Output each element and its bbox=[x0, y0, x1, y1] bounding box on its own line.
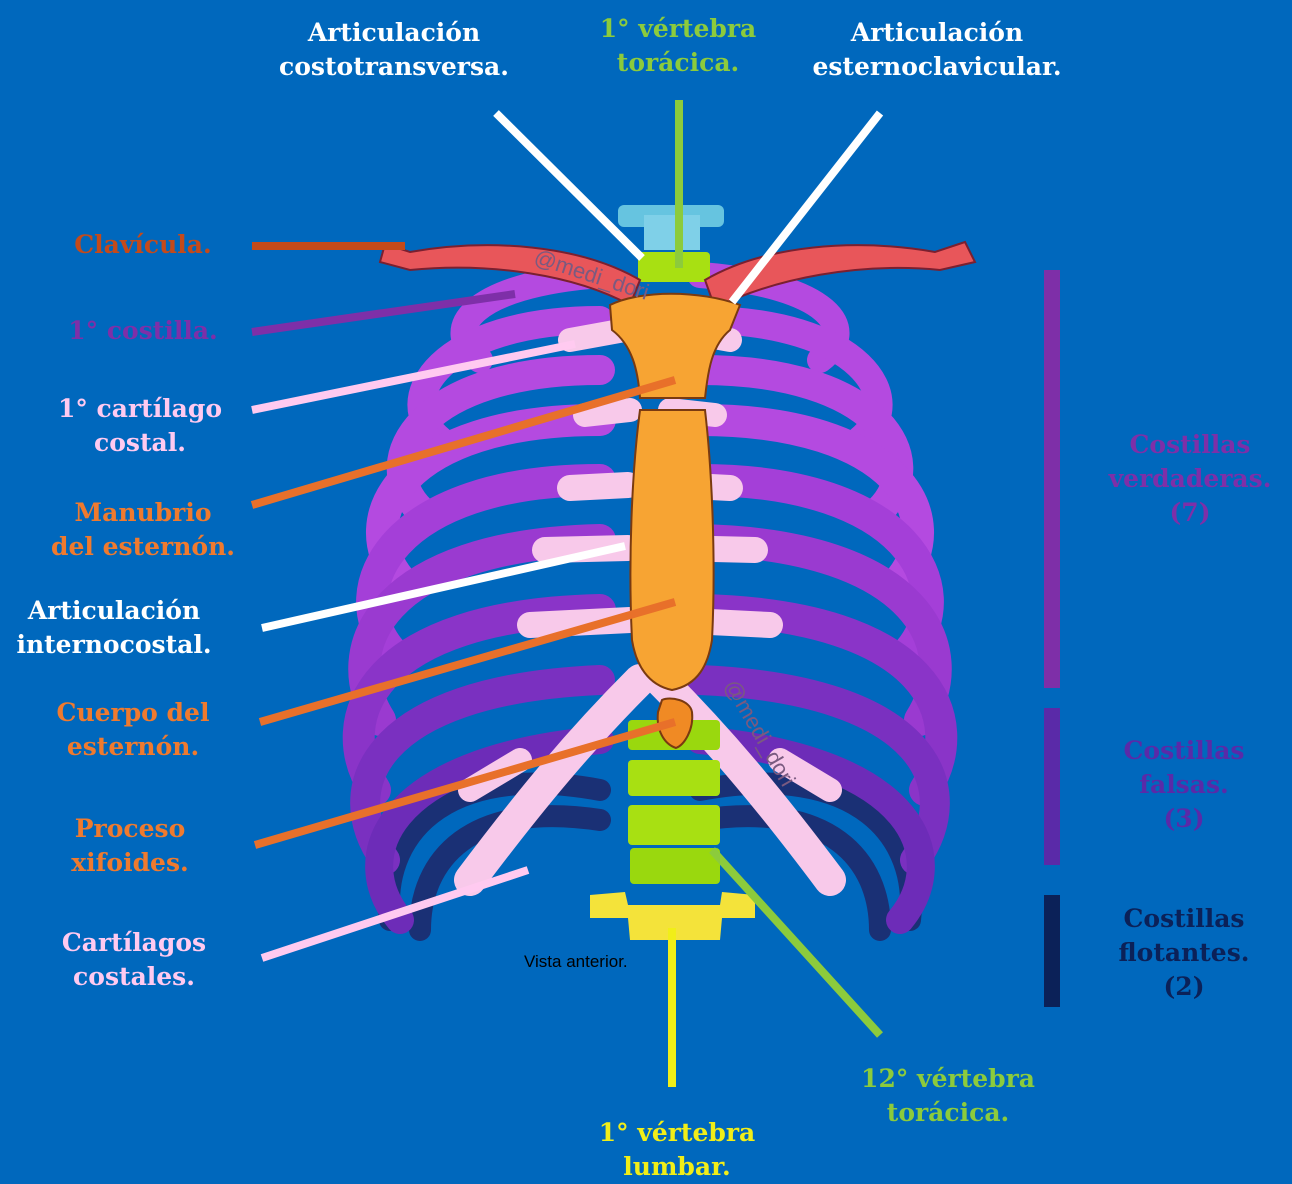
twelfth-thoracic-vertebra bbox=[630, 848, 720, 884]
label-costilla-1: 1° costilla. bbox=[58, 314, 228, 348]
bracket-falsas bbox=[1044, 708, 1060, 865]
right-clavicle bbox=[705, 242, 975, 308]
sternum-body bbox=[630, 410, 713, 690]
bracket-verdaderas bbox=[1044, 270, 1060, 688]
first-thoracic-vertebra bbox=[638, 252, 710, 282]
rib-cage-illustration bbox=[359, 205, 975, 940]
line-costotransversa bbox=[496, 113, 642, 258]
line-vertebra-12 bbox=[712, 850, 880, 1035]
view-caption: Vista anterior. bbox=[524, 952, 628, 972]
leader-lines bbox=[252, 100, 880, 1087]
label-clavicula: Clavícula. bbox=[58, 228, 228, 262]
bracket-flotantes bbox=[1044, 895, 1060, 1007]
